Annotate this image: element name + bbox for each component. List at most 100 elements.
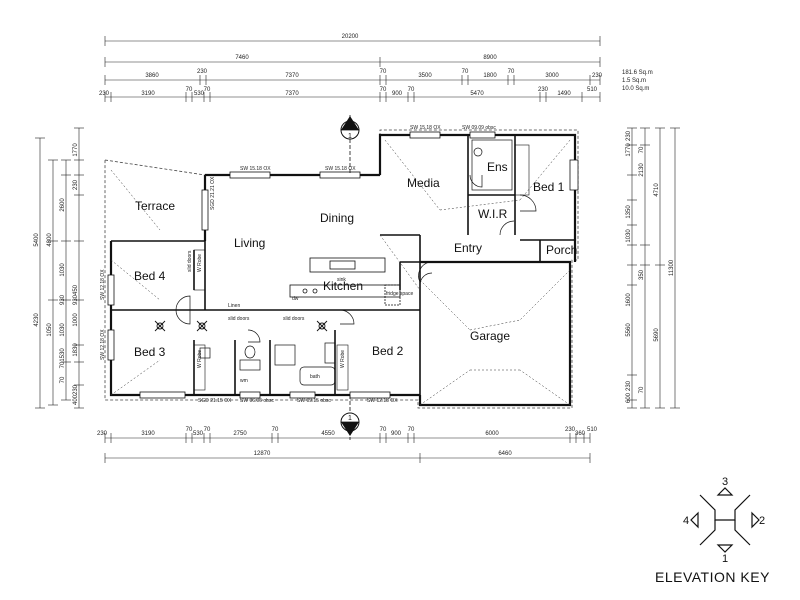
room-entry: Entry bbox=[454, 241, 482, 255]
note-fridge: fridge space bbox=[386, 291, 413, 297]
note-sw-top4: SW 15.18 OX bbox=[410, 125, 441, 131]
ceiling-fan-icons bbox=[154, 320, 328, 332]
dim-right-14: 70 bbox=[639, 386, 645, 393]
bottom-dimension-lines bbox=[104, 433, 591, 463]
dim-top-row3-11: 1490 bbox=[557, 91, 571, 97]
elevation-key-title: ELEVATION KEY bbox=[655, 569, 770, 585]
dim-top-row3-0: 230 bbox=[99, 91, 110, 97]
dim-bottom-row1-8: 70 bbox=[380, 427, 387, 433]
area-notes: 181.6 Sq.m 1.5 Sq.m 10.0 Sq.m bbox=[622, 70, 653, 92]
dim-right-10: 11300 bbox=[669, 259, 675, 276]
room-kitchen: Kitchen bbox=[323, 279, 363, 293]
fridge-space bbox=[384, 284, 401, 306]
dim-left-0: 1770 bbox=[73, 143, 79, 157]
section-top-lower: 1 bbox=[348, 133, 352, 140]
section-top-upper: 5 bbox=[348, 123, 352, 130]
room-living: Living bbox=[234, 236, 265, 250]
dim-top-row3-1: 3190 bbox=[141, 91, 155, 97]
dim-right-5: 4710 bbox=[654, 183, 660, 197]
elevation-label-1: 1 bbox=[722, 553, 728, 565]
dim-left-5: 1030 bbox=[60, 263, 66, 277]
dim-right-0: 1770 bbox=[626, 143, 632, 157]
dim-top-row2-5: 70 bbox=[462, 69, 469, 75]
top-dimension-lines bbox=[104, 36, 601, 102]
note-sw-bottom2: SW 06.06 obsc bbox=[240, 398, 274, 404]
room-bed4: Bed 4 bbox=[134, 269, 166, 283]
dim-right-7: 350 bbox=[639, 269, 645, 280]
room-dining: Dining bbox=[320, 211, 354, 225]
dim-top-row1-a: 7460 bbox=[235, 55, 249, 61]
dim-left-11: 230 bbox=[73, 384, 79, 395]
note-sw-left2: SW 12.18 OX bbox=[100, 329, 106, 360]
dim-top-row3-6: 70 bbox=[380, 87, 387, 93]
room-labels: Terrace Dining Living Bed 4 Kitchen Bed … bbox=[134, 160, 577, 359]
dim-top-row3-4: 70 bbox=[204, 87, 211, 93]
ensuite-shower bbox=[471, 139, 513, 191]
dim-top-row2-0: 3860 bbox=[145, 73, 159, 79]
note-sw-bottom1: SGD 21.15 OX bbox=[198, 398, 232, 404]
dim-left-1: 230 bbox=[73, 179, 79, 190]
dim-left-8: 930 bbox=[73, 294, 79, 305]
kitchen-fixtures bbox=[289, 257, 401, 306]
dim-top-row3-3: 530 bbox=[194, 91, 205, 97]
dim-left-17: 70 bbox=[60, 361, 66, 368]
dim-top-row2-6: 1800 bbox=[483, 73, 497, 79]
bath-tub bbox=[299, 366, 336, 386]
dim-left-12: 400 bbox=[73, 394, 79, 405]
note-slid-doors3: slid doors bbox=[187, 250, 193, 272]
outer-wall-main bbox=[109, 241, 420, 397]
note-bath: bath bbox=[310, 374, 320, 380]
dim-top-row2-2: 7370 bbox=[285, 73, 299, 79]
dim-bottom-row1-0: 230 bbox=[97, 431, 108, 437]
vanity bbox=[239, 359, 261, 371]
note-wm: wm bbox=[240, 378, 248, 384]
dim-left-15: 1030 bbox=[60, 323, 66, 337]
bathroom-fixtures bbox=[199, 139, 513, 386]
dim-overall: 20200 bbox=[342, 34, 359, 40]
room-garage: Garage bbox=[470, 329, 510, 343]
dim-bottom-row1-9: 900 bbox=[391, 431, 402, 437]
dim-bottom-row2-0: 12870 bbox=[254, 451, 271, 457]
section-marker-bottom: 1 5 bbox=[340, 395, 360, 440]
dim-left-2: 2600 bbox=[60, 198, 66, 212]
dim-left-10: 1530 bbox=[60, 348, 66, 362]
note-sw-top1: SW 15.18 OX bbox=[240, 166, 271, 172]
dim-left-3: 4800 bbox=[47, 233, 53, 247]
dim-left-14: 1050 bbox=[47, 323, 53, 337]
dim-bottom-row1-13: 360 bbox=[575, 431, 586, 437]
area-note-0: 181.6 Sq.m bbox=[622, 70, 653, 76]
room-media: Media bbox=[407, 176, 440, 190]
elevation-key-icon bbox=[690, 487, 760, 553]
dim-left-9: 450 bbox=[73, 284, 79, 295]
dim-top-row2-4: 3500 bbox=[418, 73, 432, 79]
room-walk-in-robe: W.I.R bbox=[478, 207, 508, 221]
right-dimension-lines bbox=[627, 127, 680, 409]
note-wrobe2: W Robe bbox=[197, 350, 203, 368]
kitchen-island bbox=[309, 257, 386, 273]
section-bottom-lower: 5 bbox=[348, 426, 352, 433]
dim-top-row2-1: 230 bbox=[197, 69, 208, 75]
doors bbox=[175, 174, 537, 343]
area-note-1: 1.5 Sq.m bbox=[622, 78, 646, 84]
dim-bottom-row1-6: 70 bbox=[272, 427, 279, 433]
note-linen: Linen bbox=[228, 303, 240, 309]
note-wrobe3: W Robe bbox=[340, 350, 346, 368]
dim-right-13: 70 bbox=[639, 146, 645, 153]
dim-bottom-row1-4: 70 bbox=[204, 427, 211, 433]
note-dw: dw bbox=[292, 296, 299, 302]
dim-top-row3-5: 7370 bbox=[285, 91, 299, 97]
dim-right-2: 2130 bbox=[639, 163, 645, 177]
dim-right-4: 1030 bbox=[626, 229, 632, 243]
dim-top-row3-8: 70 bbox=[408, 87, 415, 93]
dim-top-row2-7: 70 bbox=[508, 69, 515, 75]
top-dimension-text: 20200 7460 8900 3860 230 7370 70 3500 70… bbox=[99, 34, 603, 97]
roof-hip-lines bbox=[110, 139, 571, 406]
note-sw-top3: SW 15.18 OX bbox=[325, 166, 356, 172]
windows bbox=[107, 131, 579, 399]
dim-left-6: 1000 bbox=[73, 313, 79, 327]
room-porch: Porch bbox=[546, 243, 577, 257]
note-wrobe1: W Robe bbox=[197, 254, 203, 272]
dim-bottom-row1-12: 230 bbox=[565, 427, 576, 433]
left-dimension-text: 1770 230 2600 4800 5400 1030 1000 930 93… bbox=[34, 143, 79, 405]
